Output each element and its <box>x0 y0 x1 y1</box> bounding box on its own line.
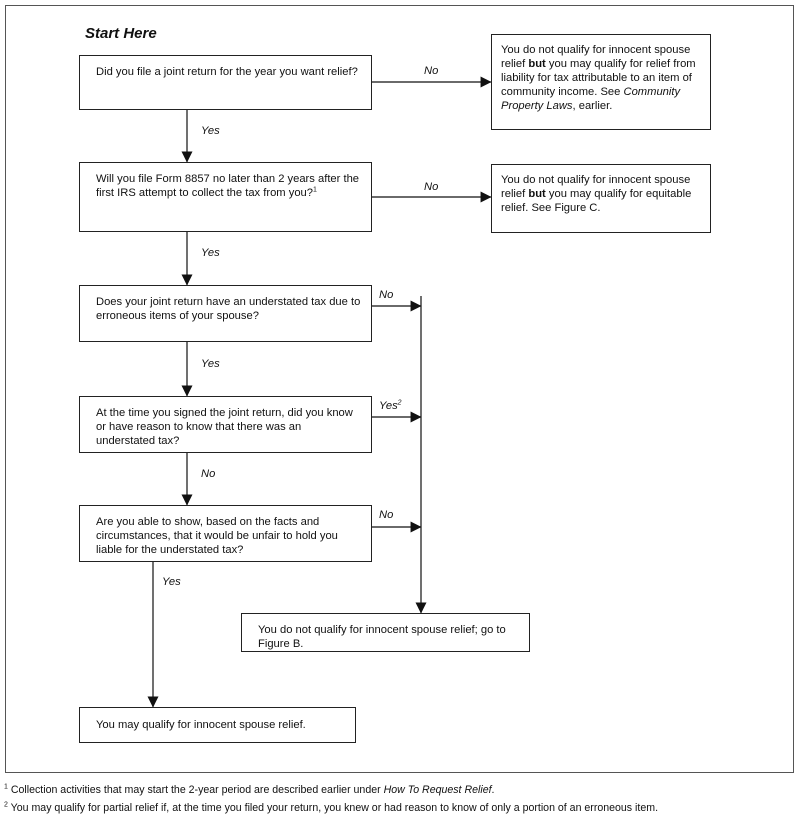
label-q1-yes: Yes <box>201 125 220 137</box>
result-equitable-relief-post: you may qualify for equitable relief. Se… <box>501 188 692 214</box>
result-community-income: You do not qualify for innocent spouse r… <box>491 34 711 130</box>
question-unfair: Are you able to show, based on the facts… <box>79 505 372 562</box>
label-q2-yes: Yes <box>201 247 220 259</box>
flowchart-frame: Start Here <box>5 5 794 773</box>
footnote-ref-1: 1 <box>313 186 317 194</box>
result-community-income-pre: You do not qualify for innocent spouse r… <box>501 44 691 70</box>
footnote-1: 1 Collection activities that may start t… <box>4 783 495 796</box>
result-community-income-italic: Community Property Laws <box>501 86 681 112</box>
question-joint-return: Did you file a joint return for the year… <box>79 55 372 110</box>
label-q5-yes: Yes <box>162 576 181 588</box>
label-q4-no: No <box>201 468 216 480</box>
result-community-income-mid: you may qualify for relief from liabilit… <box>501 58 696 98</box>
label-q4-yes: Yes2 <box>379 399 402 412</box>
result-may-qualify: You may qualify for innocent spouse reli… <box>79 707 356 743</box>
result-equitable-relief-pre: You do not qualify for innocent spouse r… <box>501 174 691 200</box>
result-may-qualify-text: You may qualify for innocent spouse reli… <box>96 719 306 731</box>
footnote-ref-2: 2 <box>397 399 402 407</box>
result-go-to-figure-b-text: You do not qualify for innocent spouse r… <box>258 624 506 650</box>
result-community-income-bold: but <box>528 58 546 70</box>
question-knowledge-text: At the time you signed the joint return,… <box>96 407 353 447</box>
label-q3-yes: Yes <box>201 358 220 370</box>
result-equitable-relief-bold: but <box>528 188 546 200</box>
footnote-1-post: . <box>491 784 495 796</box>
start-here-title: Start Here <box>85 25 157 42</box>
result-go-to-figure-b: You do not qualify for innocent spouse r… <box>241 613 530 652</box>
footnote-1-marker: 1 <box>4 783 8 791</box>
question-form-8857: Will you file Form 8857 no later than 2 … <box>79 162 372 232</box>
question-knowledge: At the time you signed the joint return,… <box>79 396 372 453</box>
footnote-2-text: You may qualify for partial relief if, a… <box>7 802 659 814</box>
label-q4-yes-text: Yes <box>379 400 398 412</box>
footnote-2: 2 You may qualify for partial relief if,… <box>4 801 659 814</box>
label-q3-no: No <box>379 289 394 301</box>
result-equitable-relief: You do not qualify for innocent spouse r… <box>491 164 711 233</box>
label-q5-no: No <box>379 509 394 521</box>
footnote-1-italic: How To Request Relief <box>383 784 492 796</box>
question-unfair-text: Are you able to show, based on the facts… <box>96 516 338 556</box>
result-community-income-post: , earlier. <box>572 100 613 112</box>
footnote-2-marker: 2 <box>4 801 8 809</box>
label-q1-no: No <box>424 65 439 77</box>
label-q2-no: No <box>424 181 439 193</box>
question-joint-return-text: Did you file a joint return for the year… <box>96 66 358 78</box>
question-understated-tax-text: Does your joint return have an understat… <box>96 296 361 322</box>
footnote-1-pre: Collection activities that may start the… <box>7 784 384 796</box>
question-understated-tax: Does your joint return have an understat… <box>79 285 372 342</box>
question-form-8857-text: Will you file Form 8857 no later than 2 … <box>96 173 360 199</box>
